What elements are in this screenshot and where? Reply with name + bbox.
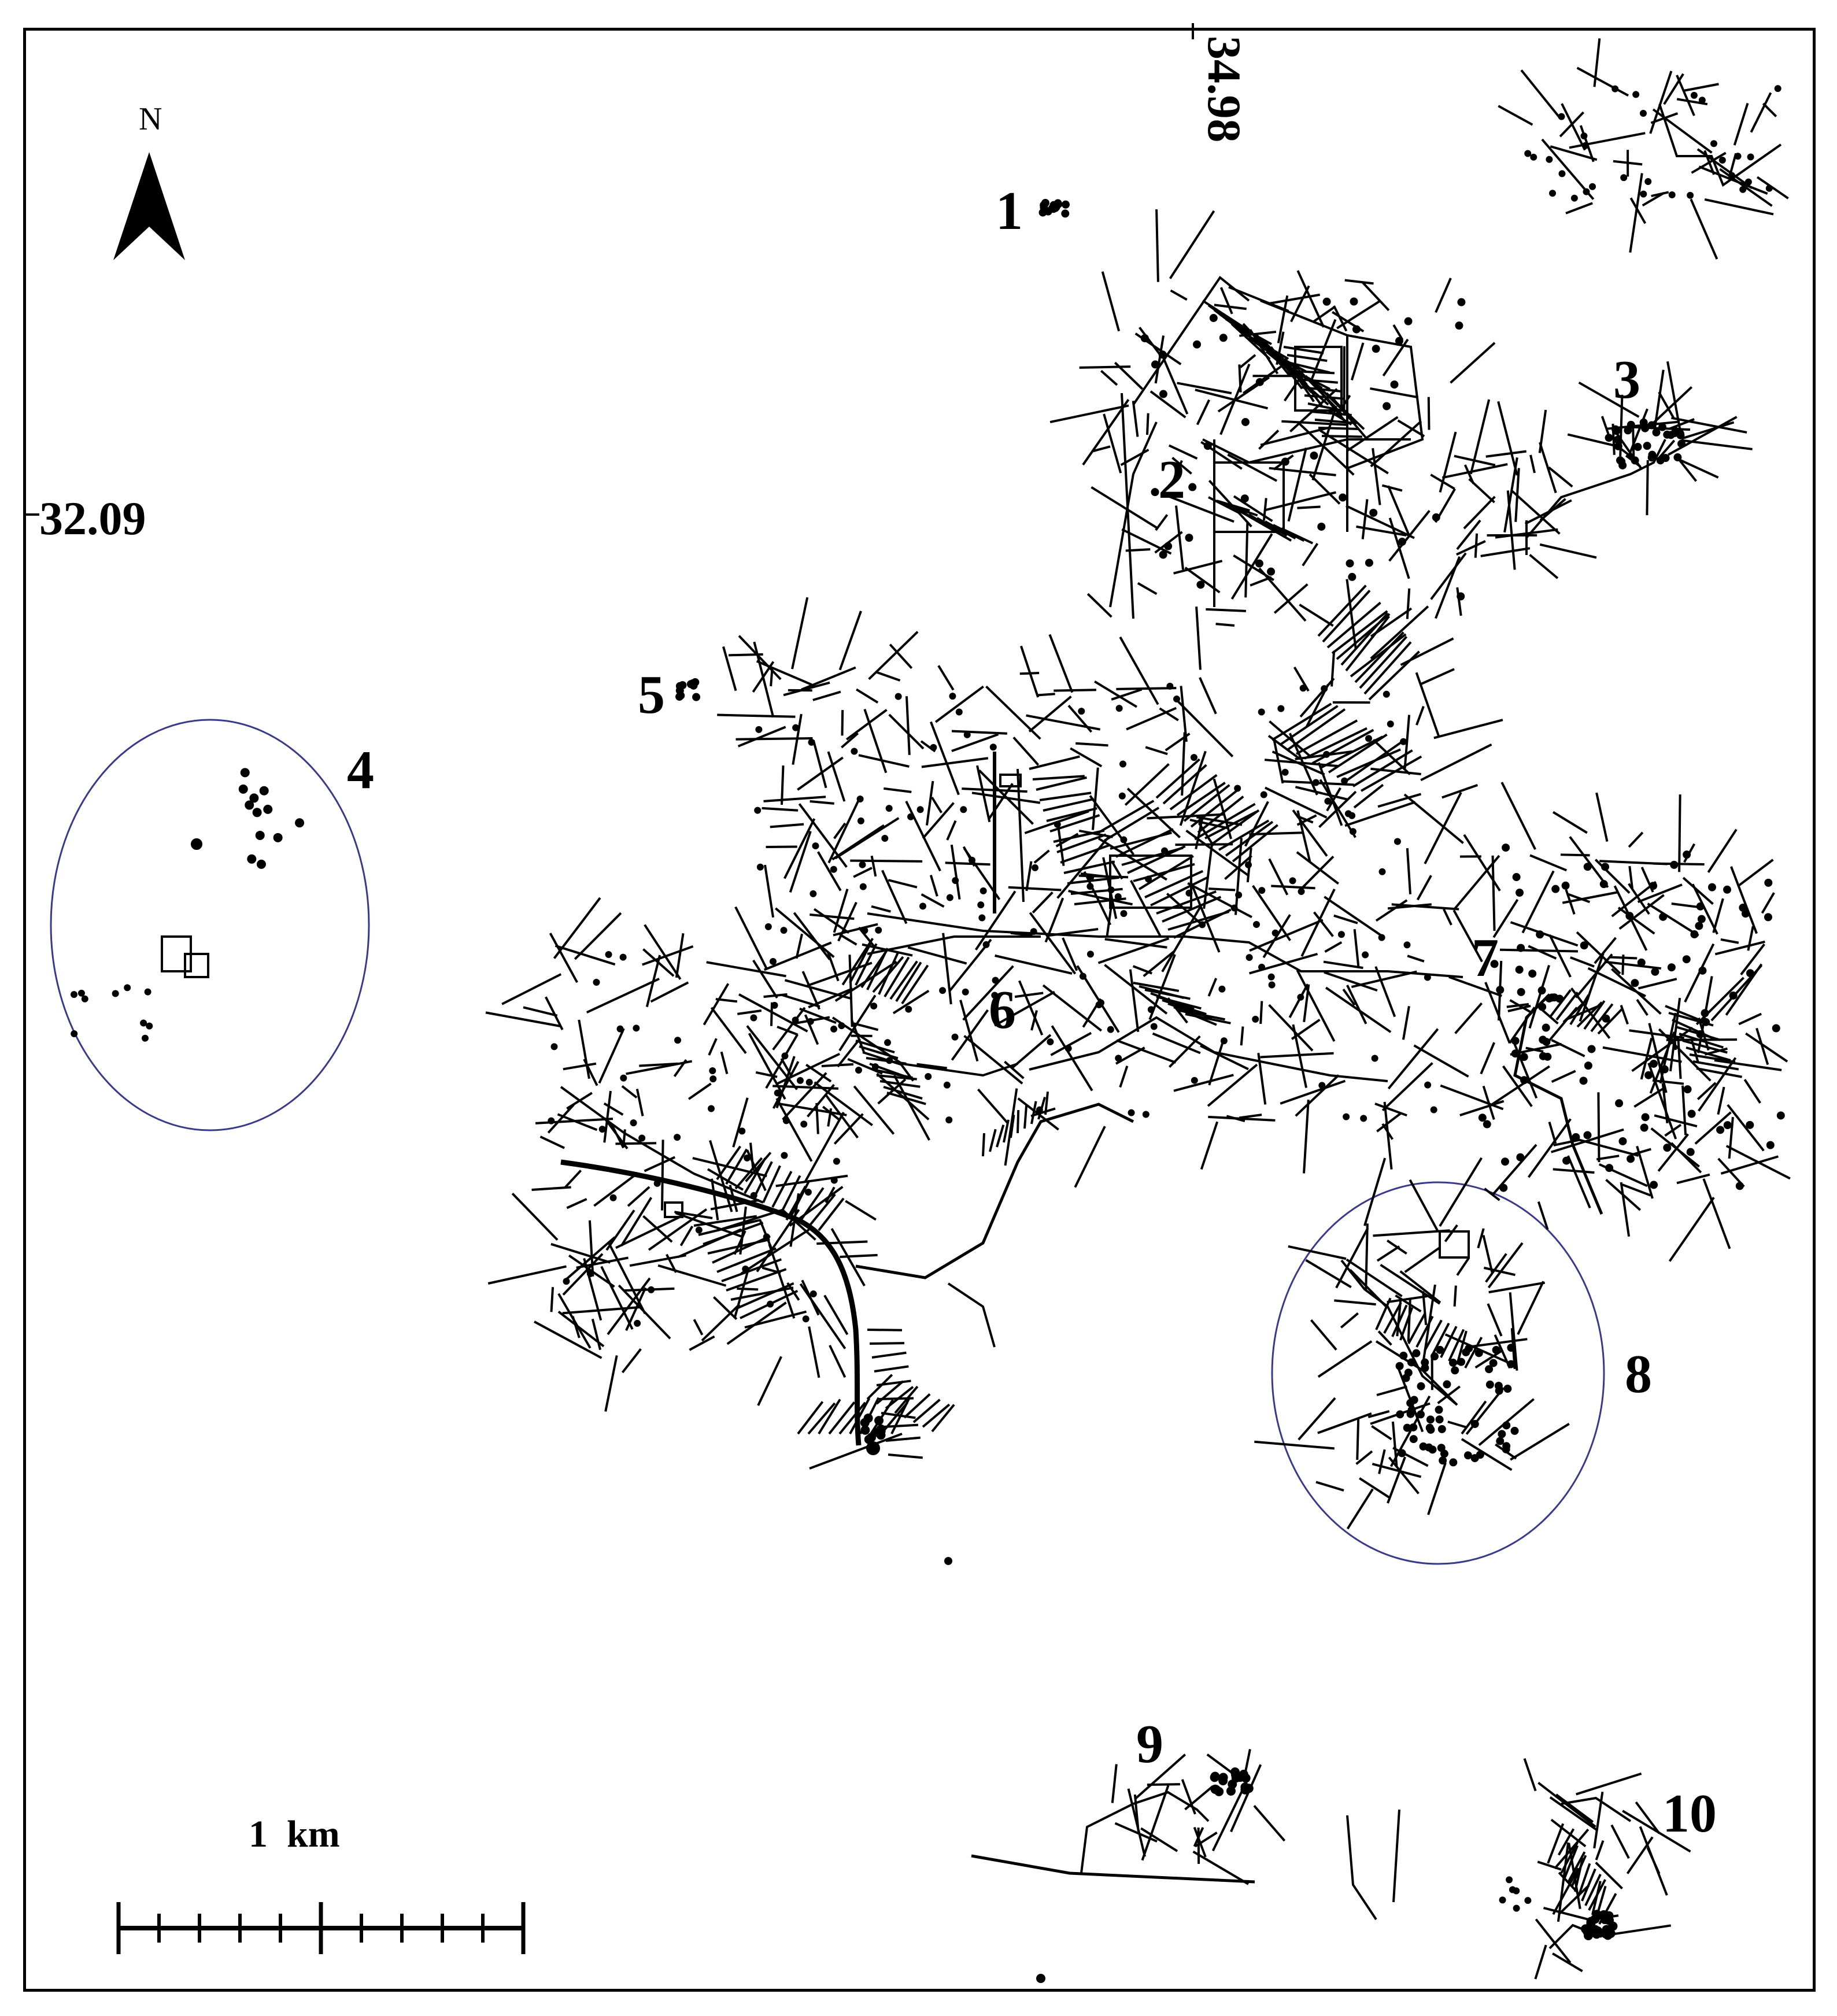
map-features	[71, 38, 1791, 1983]
site-label-2: 2	[1158, 450, 1185, 510]
site-label-10: 10	[1662, 1784, 1717, 1844]
site-label-3: 3	[1613, 350, 1640, 410]
site-label-8: 8	[1625, 1344, 1652, 1404]
map-frame	[23, 28, 1816, 1992]
site-label-7: 7	[1472, 928, 1499, 988]
site-8-highlight-ellipse	[1271, 1181, 1605, 1565]
site-label-5: 5	[638, 665, 665, 725]
site-label-6: 6	[989, 980, 1016, 1040]
main-road	[560, 1159, 862, 1446]
site-4-highlight-ellipse	[50, 719, 370, 1131]
longitude-label: 34.98	[1198, 36, 1251, 143]
site-label-1: 1	[996, 181, 1023, 241]
site-label-9: 9	[1136, 1714, 1163, 1774]
scale-bar	[116, 1902, 526, 1954]
scale-label: 1 km	[249, 1813, 340, 1855]
latitude-label: 32.09	[39, 492, 146, 545]
north-arrow-icon	[113, 152, 185, 260]
north-label: N	[139, 101, 162, 137]
site-label-4: 4	[347, 740, 374, 800]
